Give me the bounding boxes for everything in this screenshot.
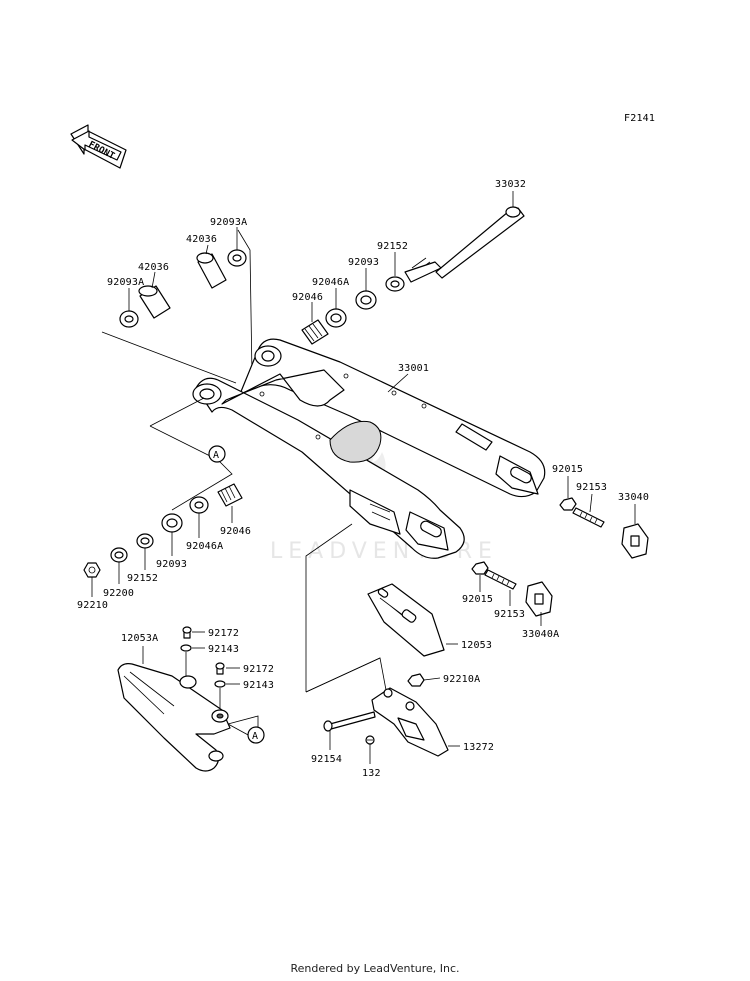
front-arrow-icon: FRONT [70, 124, 127, 169]
part-label-92152-low: 92152 [127, 573, 158, 584]
washer-92143-b [214, 680, 226, 688]
seal-92093a-left [119, 310, 139, 328]
part-label-33001: 33001 [398, 363, 429, 374]
part-label-92172-a: 92172 [208, 628, 239, 639]
part-label-92210: 92210 [77, 600, 108, 611]
part-label-92143-b: 92143 [243, 680, 274, 691]
part-label-92015-right: 92015 [552, 464, 583, 475]
nut-92015-right [559, 497, 577, 511]
part-label-13272: 13272 [463, 742, 494, 753]
collar-92093-top [355, 290, 377, 310]
axle-shaft [404, 206, 525, 283]
washer-92152-top [385, 276, 405, 292]
collar-42036-left [138, 285, 171, 319]
seal-92046a-top [325, 308, 347, 328]
needle-bearing-92046-low [217, 483, 243, 507]
washer-92143-a [180, 644, 192, 652]
part-label-12053: 12053 [461, 640, 492, 651]
adjuster-plate-33040a [525, 581, 553, 617]
part-label-92154: 92154 [311, 754, 342, 765]
part-label-92172-b: 92172 [243, 664, 274, 675]
link-plate-12053a [117, 663, 231, 772]
seal-92093a-top [227, 249, 247, 267]
nut-92210 [83, 562, 101, 578]
washer-92200 [110, 547, 128, 563]
washer-92152-low [136, 533, 154, 549]
chain-slider-12053 [367, 583, 445, 657]
part-label-92210a: 92210A [443, 674, 480, 685]
part-label-92093-top: 92093 [348, 257, 379, 268]
ref-marker-a-upper: A [208, 445, 226, 463]
nut-92015-low [471, 561, 489, 575]
part-label-92093a-top: 92093A [210, 217, 247, 228]
part-label-42036-left: 42036 [138, 262, 169, 273]
footer-credit: Rendered by LeadVenture, Inc. [290, 962, 460, 975]
part-label-92143-a: 92143 [208, 644, 239, 655]
part-label-33032: 33032 [495, 179, 526, 190]
part-label-92015-low: 92015 [462, 594, 493, 605]
part-label-92153-right: 92153 [576, 482, 607, 493]
part-label-92200: 92200 [103, 588, 134, 599]
swingarm-33001 [192, 338, 546, 559]
part-label-42036-top: 42036 [186, 234, 217, 245]
part-label-92046a-top: 92046A [312, 277, 349, 288]
collar-92093-low [161, 513, 183, 533]
part-label-92046-top: 92046 [292, 292, 323, 303]
screw-132 [365, 735, 375, 745]
part-label-33040: 33040 [618, 492, 649, 503]
collar-42036-top [196, 252, 227, 289]
nut-92210a [407, 673, 425, 687]
part-label-92046a-low: 92046A [186, 541, 223, 552]
bolt-92172-b [215, 662, 225, 675]
part-label-92093a-left: 92093A [107, 277, 144, 288]
svg-text:A: A [213, 450, 219, 461]
bolt-92153-low [484, 569, 517, 590]
needle-bearing-92046-top [301, 319, 329, 345]
seal-92046a-low [189, 496, 209, 514]
part-label-132: 132 [362, 768, 381, 779]
ref-marker-a-lower: A [247, 726, 265, 744]
part-label-92153-low: 92153 [494, 609, 525, 620]
part-label-12053a: 12053A [121, 633, 158, 644]
adjuster-plate-33040 [621, 523, 649, 559]
part-label-92093-low: 92093 [156, 559, 187, 570]
svg-text:A: A [252, 731, 258, 742]
part-label-92046-low: 92046 [220, 526, 251, 537]
part-label-92152-top: 92152 [377, 241, 408, 252]
bolt-92154 [323, 711, 376, 732]
bolt-92153-right [572, 507, 605, 528]
chain-guide-13272 [371, 687, 449, 757]
bolt-92172-a [182, 626, 192, 639]
part-label-33040a: 33040A [522, 629, 559, 640]
figure-code: F2141 [624, 113, 655, 124]
